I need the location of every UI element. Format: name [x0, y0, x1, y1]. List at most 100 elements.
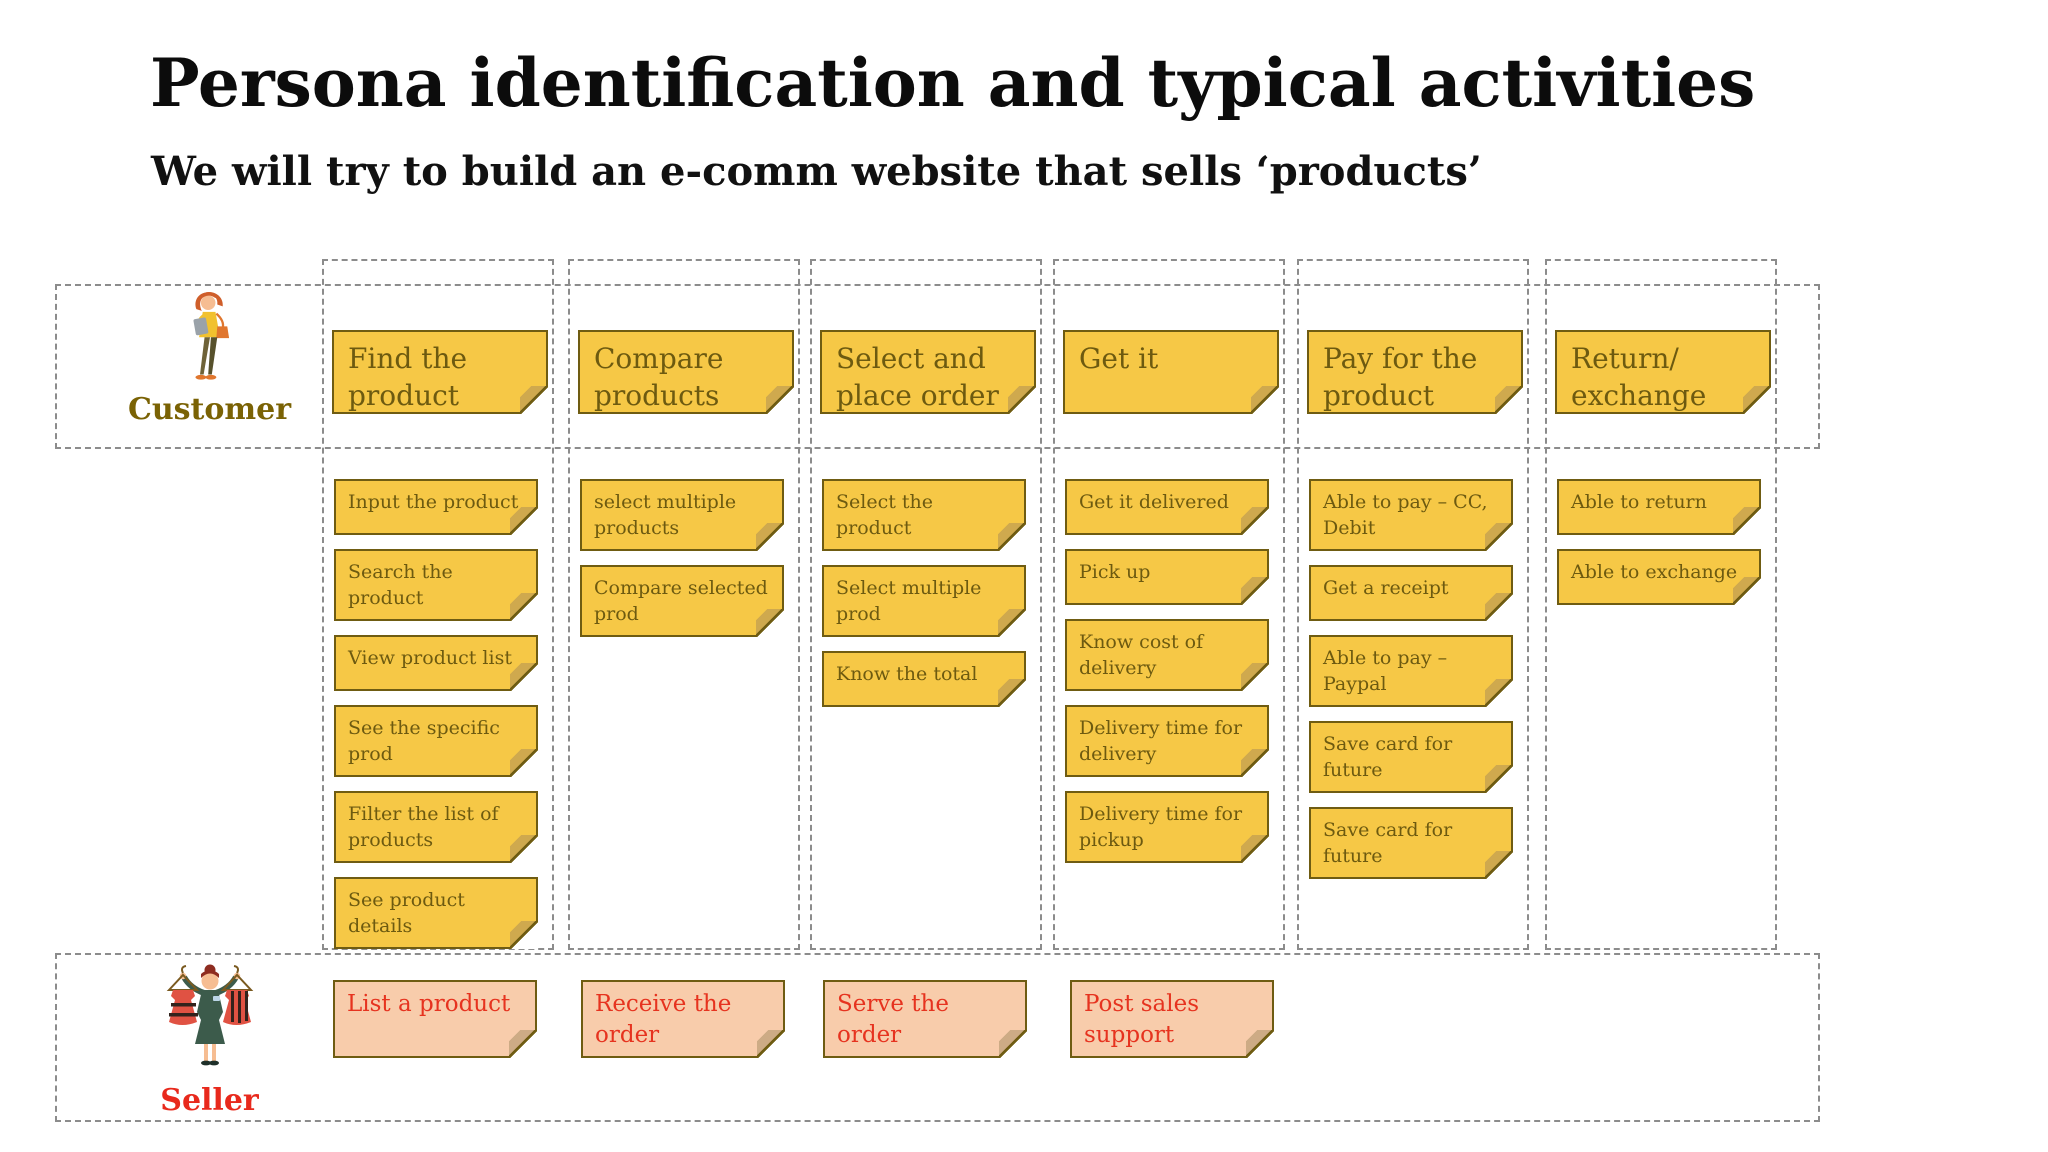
note-text: Save card for future: [1323, 733, 1453, 781]
note-text: Input the product: [348, 491, 519, 513]
folded-corner-icon: [998, 609, 1026, 637]
note-text: Get it delivered: [1079, 491, 1229, 513]
task-note[interactable]: Search the product: [334, 549, 538, 621]
folded-corner-icon: [1251, 386, 1279, 414]
task-note[interactable]: Save card for future: [1309, 807, 1513, 879]
folded-corner-icon: [510, 835, 538, 863]
seller-activity-note[interactable]: List a product: [333, 980, 537, 1058]
folded-corner-icon: [1246, 1030, 1274, 1058]
activity-header-note[interactable]: Compare products: [578, 330, 794, 414]
task-note[interactable]: select multiple products: [580, 479, 784, 551]
note-text: select multiple products: [594, 491, 737, 539]
folded-corner-icon: [1241, 663, 1269, 691]
seller-activity-note[interactable]: Receive the order: [581, 980, 785, 1058]
task-notes: Get it delivered Pick up Know cost of de…: [1065, 479, 1269, 863]
folded-corner-icon: [1733, 577, 1761, 605]
task-note[interactable]: See product details: [334, 877, 538, 949]
folded-corner-icon: [1485, 679, 1513, 707]
folded-corner-icon: [510, 921, 538, 949]
activity-header-note[interactable]: Pay for the product: [1307, 330, 1523, 414]
task-notes: Able to pay – CC, Debit Get a receipt Ab…: [1309, 479, 1513, 879]
folded-corner-icon: [510, 663, 538, 691]
note-text: Able to pay – Paypal: [1323, 647, 1448, 695]
folded-corner-icon: [1241, 749, 1269, 777]
task-note[interactable]: Able to exchange: [1557, 549, 1761, 605]
folded-corner-icon: [1241, 835, 1269, 863]
note-text: Receive the order: [595, 991, 732, 1048]
column-select-and-place-order: Select and place order Select the produc…: [810, 259, 1042, 950]
seller-activity-note[interactable]: Serve the order: [823, 980, 1027, 1058]
note-text: Save card for future: [1323, 819, 1453, 867]
folded-corner-icon: [509, 1030, 537, 1058]
folded-corner-icon: [510, 507, 538, 535]
activity-header-note[interactable]: Find the product: [332, 330, 548, 414]
note-text: Select multiple prod: [836, 577, 982, 625]
task-note[interactable]: Able to pay – CC, Debit: [1309, 479, 1513, 551]
note-text: Find the product: [348, 342, 468, 412]
folded-corner-icon: [1241, 507, 1269, 535]
task-note[interactable]: Compare selected prod: [580, 565, 784, 637]
column-find-the-product: Find the product Input the product Searc…: [322, 259, 554, 950]
seller-activity-note[interactable]: Post sales support: [1070, 980, 1274, 1058]
task-note[interactable]: Delivery time for pickup: [1065, 791, 1269, 863]
task-note[interactable]: View product list: [334, 635, 538, 691]
task-notes: Select the product Select multiple prod …: [822, 479, 1026, 707]
column-get-it: Get it Get it delivered Pick up Know cos…: [1053, 259, 1285, 950]
page-title: Persona identification and typical activ…: [150, 44, 1756, 122]
folded-corner-icon: [1743, 386, 1771, 414]
activity-header-note[interactable]: Return/ exchange: [1555, 330, 1771, 414]
task-notes: select multiple products Compare selecte…: [580, 479, 784, 637]
note-text: Post sales support: [1084, 991, 1200, 1048]
task-note[interactable]: Select the product: [822, 479, 1026, 551]
folded-corner-icon: [510, 593, 538, 621]
task-note[interactable]: Know cost of delivery: [1065, 619, 1269, 691]
note-text: Pay for the product: [1323, 342, 1478, 412]
seller-label: Seller: [160, 1083, 259, 1118]
task-notes: Input the product Search the product Vie…: [334, 479, 538, 949]
task-note[interactable]: Pick up: [1065, 549, 1269, 605]
task-note[interactable]: Get a receipt: [1309, 565, 1513, 621]
task-note[interactable]: Input the product: [334, 479, 538, 535]
note-text: Filter the list of products: [348, 803, 499, 851]
column-compare-products: Compare products select multiple product…: [568, 259, 800, 950]
folded-corner-icon: [1485, 523, 1513, 551]
note-text: Delivery time for delivery: [1079, 717, 1243, 765]
task-note[interactable]: Filter the list of products: [334, 791, 538, 863]
folded-corner-icon: [998, 523, 1026, 551]
task-note[interactable]: Able to pay – Paypal: [1309, 635, 1513, 707]
task-note[interactable]: Delivery time for delivery: [1065, 705, 1269, 777]
note-text: Select the product: [836, 491, 934, 539]
note-text: Serve the order: [837, 991, 949, 1048]
note-text: See the specific prod: [348, 717, 500, 765]
page-subtitle: We will try to build an e-comm website t…: [151, 148, 1482, 195]
activity-header-note[interactable]: Select and place order: [820, 330, 1036, 414]
folded-corner-icon: [1485, 851, 1513, 879]
note-text: Compare products: [594, 342, 724, 412]
folded-corner-icon: [1008, 386, 1036, 414]
task-note[interactable]: Save card for future: [1309, 721, 1513, 793]
seller-persona: Seller: [122, 963, 297, 1118]
folded-corner-icon: [756, 609, 784, 637]
task-note[interactable]: Able to return: [1557, 479, 1761, 535]
folded-corner-icon: [757, 1030, 785, 1058]
note-text: Select and place order: [836, 342, 999, 412]
folded-corner-icon: [510, 749, 538, 777]
column-return-exchange: Return/ exchange Able to return Able to …: [1545, 259, 1777, 950]
folded-corner-icon: [1241, 577, 1269, 605]
column-pay-for-the-product: Pay for the product Able to pay – CC, De…: [1297, 259, 1529, 950]
note-text: Get a receipt: [1323, 577, 1449, 599]
folded-corner-icon: [998, 679, 1026, 707]
folded-corner-icon: [999, 1030, 1027, 1058]
task-note[interactable]: See the specific prod: [334, 705, 538, 777]
folded-corner-icon: [1733, 507, 1761, 535]
note-text: Pick up: [1079, 561, 1151, 583]
task-note[interactable]: Know the total: [822, 651, 1026, 707]
customer-illustration: [193, 292, 229, 380]
note-text: View product list: [348, 647, 512, 669]
task-note[interactable]: Select multiple prod: [822, 565, 1026, 637]
task-note[interactable]: Get it delivered: [1065, 479, 1269, 535]
customer-label: Customer: [127, 392, 292, 427]
activity-header-note[interactable]: Get it: [1063, 330, 1279, 414]
folded-corner-icon: [766, 386, 794, 414]
